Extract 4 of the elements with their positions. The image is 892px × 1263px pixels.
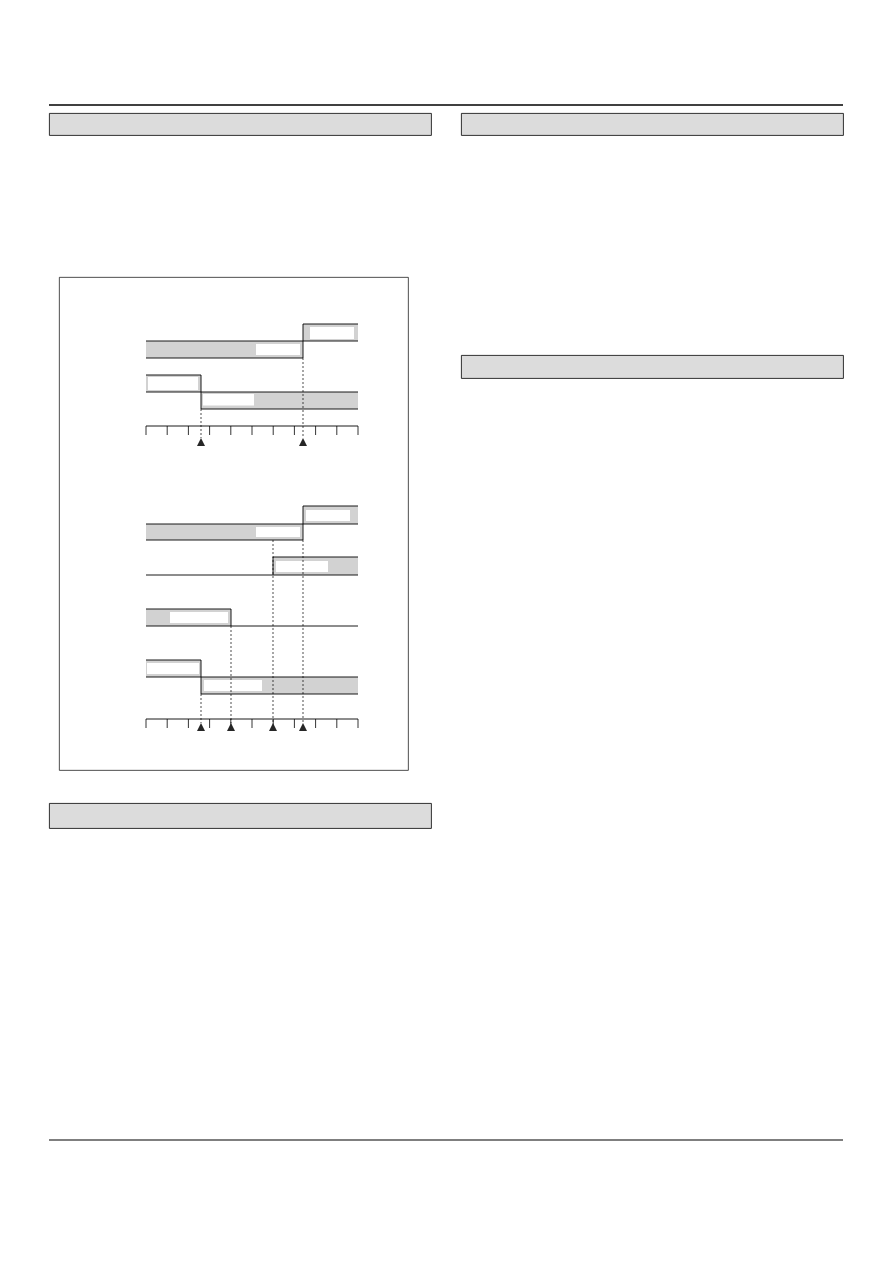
header-bar xyxy=(49,113,432,136)
header-bar xyxy=(461,113,844,136)
header-bar xyxy=(461,355,844,379)
header-bar xyxy=(49,803,432,829)
